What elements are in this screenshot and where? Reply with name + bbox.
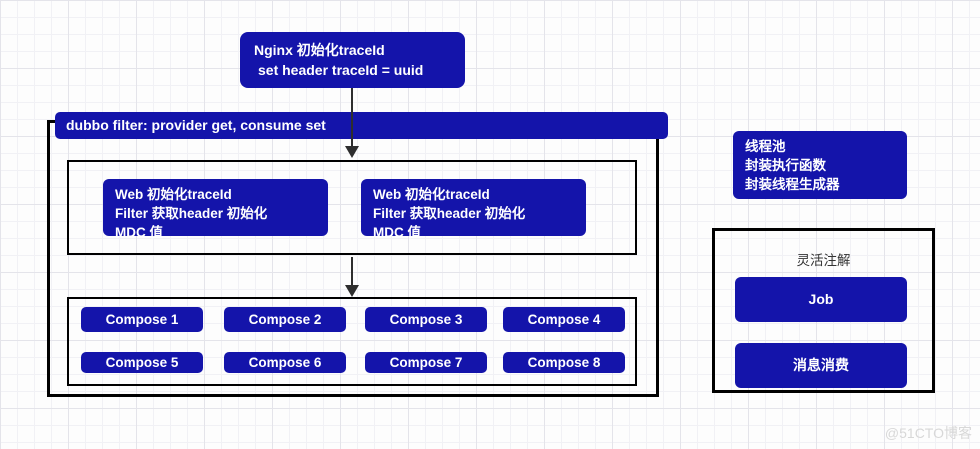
- dubbo-filter-bar: dubbo filter: provider get, consume set: [55, 112, 668, 139]
- threadpool-line1: 线程池: [745, 139, 786, 154]
- web-init-2-line3: MDC 值: [373, 225, 421, 240]
- threadpool-line2: 封装执行函数: [745, 158, 826, 173]
- compose-node-5: Compose 5: [81, 352, 203, 373]
- web-group-frame: [67, 160, 637, 255]
- compose-group-frame: [67, 297, 637, 386]
- web-init-node-1: Web 初始化traceId Filter 获取header 初始化 MDC 值: [103, 179, 328, 240]
- nginx-trace-node: Nginx 初始化traceId set header traceId = uu…: [240, 32, 465, 88]
- annotation-group-title: 灵活注解: [796, 253, 851, 268]
- nginx-trace-line2: set header traceId = uuid: [258, 62, 424, 78]
- arrow-line-nginx-to-web: [351, 88, 353, 146]
- annotation-group-frame: [712, 228, 935, 393]
- web-init-2-line2: Filter 获取header 初始化: [373, 206, 526, 221]
- threadpool-line3: 封装线程生成器: [745, 177, 840, 192]
- compose-node-8: Compose 8: [503, 352, 625, 373]
- arrowhead-web-to-compose: [345, 285, 359, 297]
- web-init-node-2: Web 初始化traceId Filter 获取header 初始化 MDC 值: [361, 179, 586, 240]
- message-consume-node: 消息消费: [735, 343, 907, 388]
- compose-node-6: Compose 6: [224, 352, 346, 373]
- web-init-1-line2: Filter 获取header 初始化: [115, 206, 268, 221]
- web-init-2-line1: Web 初始化traceId: [373, 187, 490, 202]
- web-init-1-line3: MDC 值: [115, 225, 163, 240]
- arrow-line-web-to-compose: [351, 257, 353, 285]
- nginx-trace-line1: Nginx 初始化traceId: [254, 42, 385, 58]
- compose-node-4: Compose 4: [503, 307, 625, 332]
- compose-node-1: Compose 1: [81, 307, 203, 332]
- threadpool-node: 线程池 封装执行函数 封装线程生成器: [733, 131, 907, 199]
- compose-node-2: Compose 2: [224, 307, 346, 332]
- watermark-text: @51CTO博客: [884, 425, 972, 441]
- compose-node-7: Compose 7: [365, 352, 487, 373]
- arrowhead-nginx-to-web: [345, 146, 359, 158]
- compose-node-3: Compose 3: [365, 307, 487, 332]
- web-init-1-line1: Web 初始化traceId: [115, 187, 232, 202]
- job-node: Job: [735, 277, 907, 322]
